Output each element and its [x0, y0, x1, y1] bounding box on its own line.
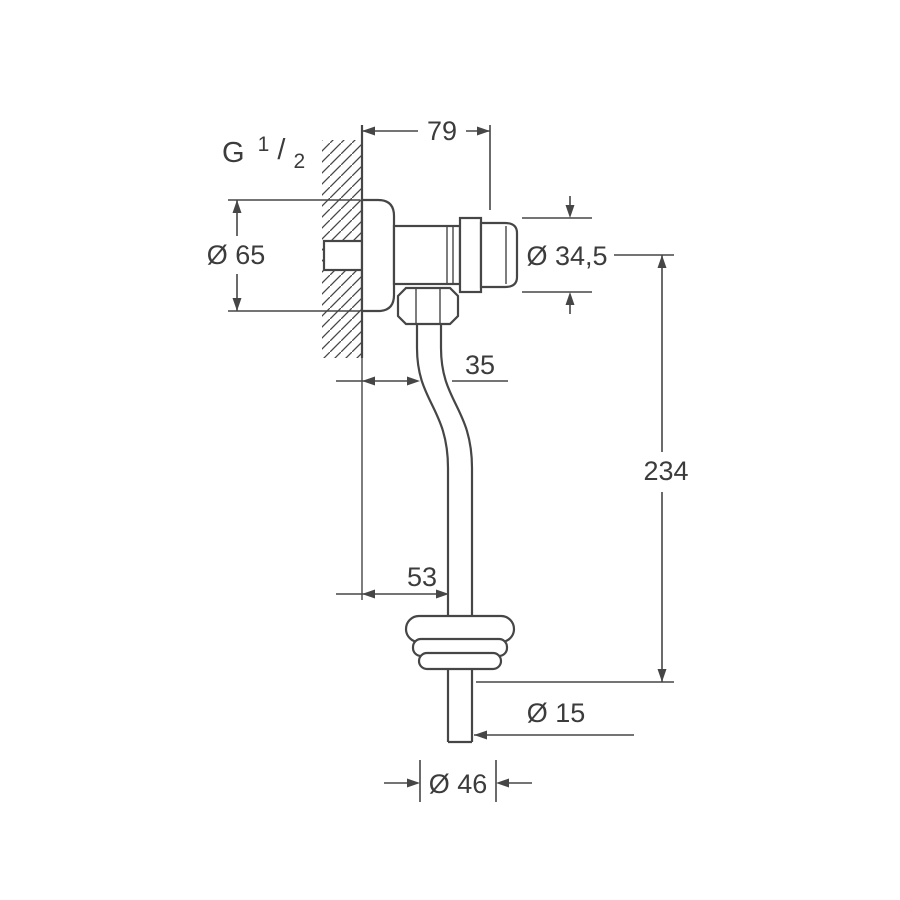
dimension-connector-diameter: Ø 46 [384, 760, 532, 802]
valve-body [392, 224, 462, 286]
flush-valve-assembly [360, 198, 519, 744]
label-thread-size: G 1 / 2 [222, 126, 305, 173]
label-halo [522, 240, 614, 271]
thread-slash: / [277, 134, 286, 166]
label-button-diameter: Ø 34,5 [526, 241, 607, 271]
coupling-nut [396, 286, 460, 326]
flush-pipe-left-edge [415, 320, 450, 622]
thread-denominator: 2 [294, 150, 306, 173]
dimension-mounting-depth: 79 [362, 116, 491, 210]
dimension-arrow [477, 126, 490, 136]
thread-connector-band [417, 651, 503, 671]
button-collar [458, 216, 483, 294]
dimension-lower-pipe-offset: 53 [336, 562, 449, 599]
wall-flange [360, 198, 396, 313]
dimension-arrow [565, 205, 575, 218]
thread-numerator: 1 [258, 133, 270, 156]
dimension-flange-diameter: Ø 65 [207, 199, 360, 312]
dimension-arrow [232, 298, 242, 311]
dimension-upper-pipe-offset: 35 [336, 350, 508, 386]
dimension-arrow [362, 589, 375, 599]
dimension-arrow [657, 669, 667, 682]
label-mounting-depth: 79 [427, 116, 457, 146]
flush-pipe-right-edge [439, 320, 474, 622]
dimension-arrow [362, 376, 375, 386]
label-outlet-diameter: Ø 15 [527, 698, 586, 728]
push-button-cap [479, 221, 519, 289]
dimension-arrow [565, 292, 575, 305]
dimension-arrow [496, 778, 509, 788]
wall-section [322, 125, 364, 600]
dimension-arrow [474, 730, 487, 740]
label-connector-diameter: Ø 46 [429, 769, 488, 799]
dimension-arrow [232, 200, 242, 213]
label-overall-height: 234 [643, 456, 688, 486]
dimension-outlet-diameter: Ø 15 [474, 698, 634, 740]
label-flange-diameter: Ø 65 [207, 240, 266, 270]
dimension-arrow [407, 778, 420, 788]
supply-inlet-stub [322, 239, 364, 272]
dimension-arrow [362, 126, 375, 136]
dimension-arrow [407, 376, 420, 386]
dimension-arrow [657, 255, 667, 268]
thread-prefix: G [222, 137, 245, 169]
label-lower-pipe-offset: 53 [407, 562, 437, 592]
dimension-arrow [436, 589, 449, 599]
dimension-button-diameter: Ø 34,5 [522, 196, 614, 314]
thread-size-label-group: G 1 / 2 [222, 126, 305, 173]
label-upper-pipe-offset: 35 [465, 350, 495, 380]
